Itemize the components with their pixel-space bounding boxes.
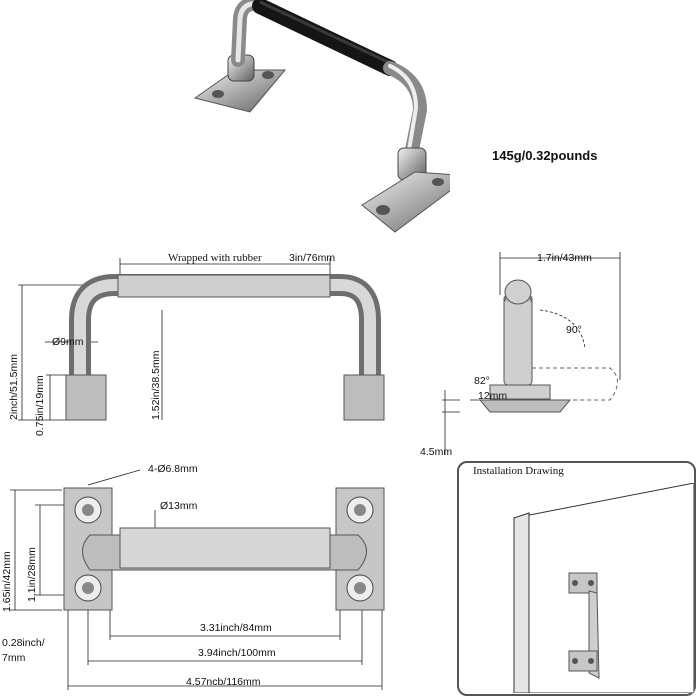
angle-tilt-label: 82° [474, 375, 490, 387]
front-view-drawing [18, 258, 385, 421]
weight-label: 145g/0.32pounds [492, 148, 598, 163]
rod-diameter-label: Ø9mm [52, 336, 84, 348]
rubber-size-label: 3in/76mm [289, 252, 336, 264]
depth-label: 1.7in/43mm [537, 252, 592, 264]
side-view-drawing [442, 252, 621, 455]
installation-panel: Installation Drawing [457, 461, 696, 696]
total-height-label: 2inch/51.5mm [8, 354, 20, 420]
top-view-drawing [10, 469, 385, 690]
base-width-label: 12mm [478, 390, 508, 402]
inner-span-label: 3.31inch/84mm [200, 622, 272, 634]
angle-rotate-label: 90° [566, 324, 582, 336]
base-thickness-label: 4.5mm [420, 446, 453, 458]
margin-label-line2: 7mm [2, 652, 26, 664]
rubber-label: Wrapped with rubber [168, 252, 262, 264]
margin-label-line1: 0.28inch/ [2, 637, 45, 649]
installation-drawing [513, 483, 694, 693]
center-span-label: 3.94inch/100mm [198, 647, 276, 659]
product-photo [193, 0, 450, 233]
total-length-label: 4.57ncb/116mm [186, 676, 261, 688]
installation-title: Installation Drawing [473, 465, 564, 477]
inner-height-label: 1.52in/38.5mm [150, 350, 162, 420]
base-height-label: 0.75in/19mm [34, 375, 46, 436]
tube-diameter-label: Ø13mm [160, 500, 198, 512]
hole-spacing-label: 1.1in/28mm [26, 547, 38, 602]
holes-label: 4-Ø6.8mm [148, 463, 198, 475]
base-length-label: 1.65in/42mm [1, 551, 13, 612]
